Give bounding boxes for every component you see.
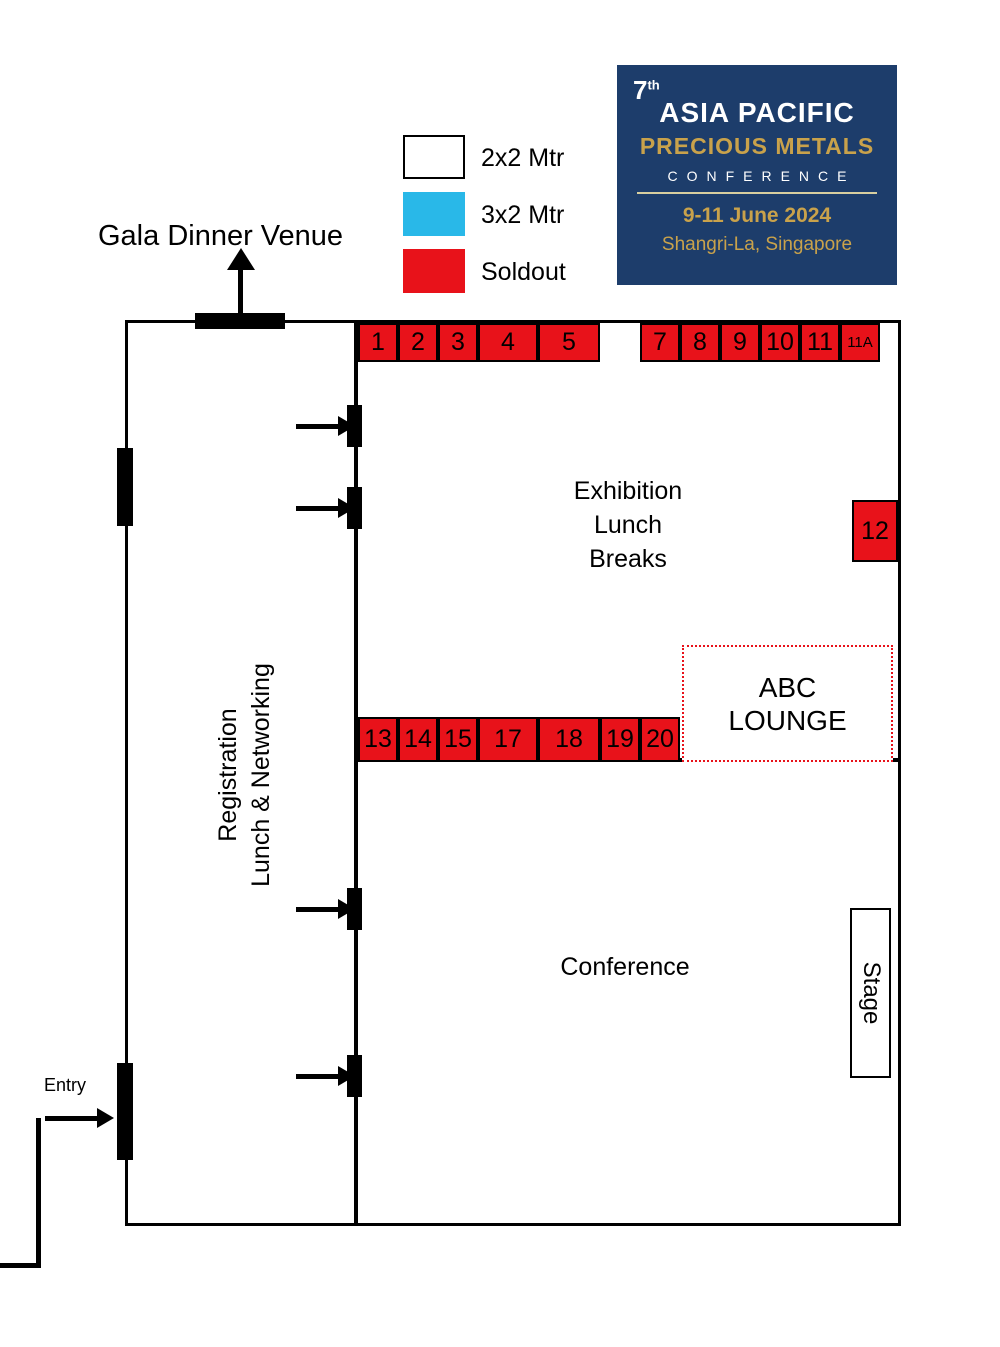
booth-5: 5 <box>538 323 600 362</box>
legend-swatch-3x2 <box>403 192 465 236</box>
exhibition-line-3: Breaks <box>589 545 667 573</box>
booth-9: 9 <box>720 323 760 362</box>
door-entry <box>117 1063 133 1160</box>
booth-15: 15 <box>438 717 478 762</box>
entry-arrow-icon <box>97 1108 114 1128</box>
legend-swatch-soldout <box>403 249 465 293</box>
registration-label: Registration Lunch & Networking <box>212 625 278 925</box>
booth-7: 7 <box>640 323 680 362</box>
booth-1: 1 <box>358 323 398 362</box>
logo-title-line3: CONFERENCE <box>667 168 856 184</box>
door-left-upper <box>117 448 133 526</box>
booth-17: 17 <box>478 717 538 762</box>
booth-3: 3 <box>438 323 478 362</box>
legend-label-3x2: 3x2 Mtr <box>481 201 565 229</box>
gala-dinner-venue-label: Gala Dinner Venue <box>98 220 344 252</box>
logo-divider <box>637 192 877 194</box>
abc-lounge: ABC LOUNGE <box>682 645 893 762</box>
entry-path-horizontal <box>0 1263 41 1268</box>
door-arrow-1-shaft <box>296 424 338 429</box>
exhibition-line-2: Lunch <box>593 511 663 539</box>
booth-13: 13 <box>358 717 398 762</box>
door-arrow-2-icon <box>338 498 355 518</box>
legend-label-2x2: 2x2 Mtr <box>481 144 565 172</box>
legend-label-soldout: Soldout <box>481 258 566 286</box>
booth-12: 12 <box>852 500 898 562</box>
booth-10: 10 <box>760 323 800 362</box>
stage-label: Stage <box>857 961 885 1025</box>
booth-14: 14 <box>398 717 438 762</box>
legend-swatch-2x2 <box>403 135 465 179</box>
booth-20: 20 <box>640 717 680 762</box>
booth-8: 8 <box>680 323 720 362</box>
logo-title-line1: ASIA PACIFIC <box>659 97 855 128</box>
door-arrow-2-shaft <box>296 506 338 511</box>
door-gala <box>195 313 285 329</box>
door-arrow-4-shaft <box>296 1074 338 1079</box>
booth-11: 11 <box>800 323 840 362</box>
exhibition-label: Exhibition Lunch Breaks <box>518 474 738 576</box>
gala-arrow-shaft <box>238 268 243 314</box>
exhibition-line-1: Exhibition <box>573 477 683 505</box>
gala-arrow-icon <box>227 248 255 270</box>
conference-logo: 7th ASIA PACIFIC PRECIOUS METALS CONFERE… <box>617 65 897 285</box>
booth-4: 4 <box>478 323 538 362</box>
door-arrow-4-icon <box>338 1066 355 1086</box>
abc-lounge-line-2: LOUNGE <box>728 704 847 736</box>
logo-venue: Shangri-La, Singapore <box>661 234 853 255</box>
booth-19: 19 <box>600 717 640 762</box>
registration-line-1: Registration <box>214 708 242 842</box>
logo-title-line2: PRECIOUS METALS <box>639 133 875 159</box>
inner-wall-vertical <box>354 320 358 1226</box>
logo-dates: 9-11 June 2024 <box>682 204 832 227</box>
door-arrow-3-shaft <box>296 907 338 912</box>
abc-lounge-line-1: ABC <box>758 671 817 703</box>
booth-11a: 11A <box>840 323 880 362</box>
registration-line-2: Lunch & Networking <box>247 663 275 887</box>
entry-arrow-shaft <box>45 1116 97 1121</box>
door-arrow-1-icon <box>338 416 355 436</box>
booth-18: 18 <box>538 717 600 762</box>
booth-2: 2 <box>398 323 438 362</box>
door-arrow-3-icon <box>338 899 355 919</box>
stage: Stage <box>850 908 891 1078</box>
entry-label: Entry <box>44 1075 87 1095</box>
logo-edition: 7th <box>633 75 660 105</box>
outer-wall <box>125 320 901 1226</box>
conference-label: Conference <box>560 953 690 981</box>
entry-path-vertical <box>36 1118 41 1268</box>
